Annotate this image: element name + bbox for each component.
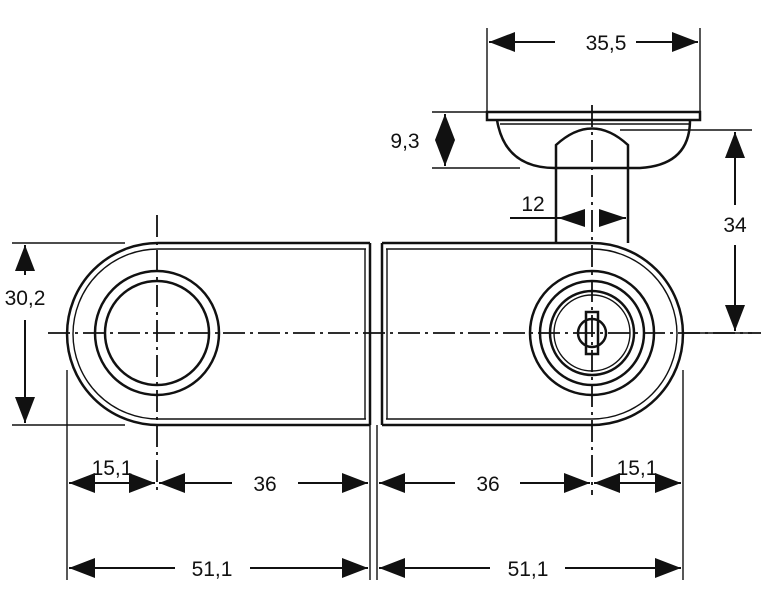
lock-body-right (380, 241, 685, 427)
label-stem-height: 34 (723, 214, 747, 237)
dimension-9-3: 9,3 (390, 114, 455, 166)
lock-body-left (65, 241, 372, 427)
cam-cup (485, 110, 702, 170)
dimension-row-1: 15,1 36 36 15,1 (69, 457, 681, 496)
cam-stem (554, 127, 630, 243)
label-right-span: 36 (476, 473, 499, 496)
dimension-35-5: 35,5 (489, 32, 698, 55)
label-right-end-offset: 15,1 (617, 457, 658, 480)
dimension-12: 12 (510, 193, 626, 227)
dimension-row-2: 51,1 51,1 (69, 558, 681, 581)
label-cup-height: 9,3 (390, 130, 419, 153)
dimension-34: 34 (723, 132, 747, 331)
label-left-span: 36 (253, 473, 276, 496)
label-left-end-offset: 15,1 (92, 457, 133, 480)
label-body-height: 30,2 (5, 287, 46, 310)
dimension-30-2: 30,2 (5, 245, 46, 423)
label-cup-width: 35,5 (586, 32, 627, 55)
label-left-total: 51,1 (192, 558, 233, 581)
label-stem-width: 12 (521, 193, 544, 216)
label-right-total: 51,1 (508, 558, 549, 581)
extension-lines (12, 28, 752, 580)
